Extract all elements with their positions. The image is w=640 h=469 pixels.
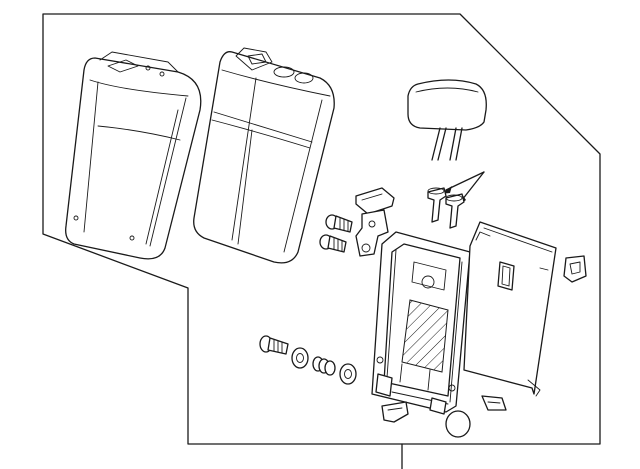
o-ring: [445, 410, 471, 438]
guide-sleeves: [427, 187, 465, 229]
back-panel: [463, 221, 557, 397]
latch-bracket: [355, 187, 395, 257]
headrest: [407, 79, 487, 131]
seat-back-cover: [193, 47, 335, 264]
diagram-boundary: [42, 13, 601, 445]
seat-cushion-cover: [65, 51, 202, 260]
pivot-bolts: [319, 214, 353, 253]
bolt-and-washers: [259, 335, 357, 385]
seat-frame: [371, 231, 471, 415]
striker-clip: [563, 255, 587, 283]
headrest-guides: [431, 127, 463, 161]
frame-clips: [381, 395, 507, 423]
